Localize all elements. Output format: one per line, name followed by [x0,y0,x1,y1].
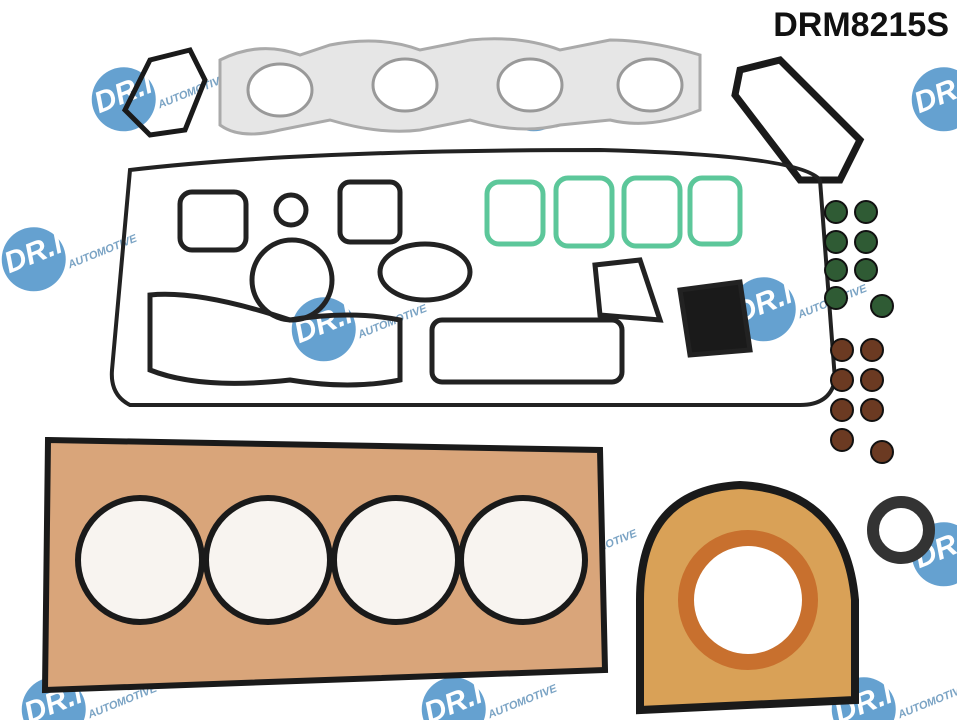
valve-cover-gasket [109,147,838,407]
intake-manifold-gasket [484,175,743,249]
valve-stem-seal [870,440,894,464]
oil-filter-gasket [731,56,865,184]
valve-stem-seal [824,200,848,224]
valve-stem-seal [860,338,884,362]
valve-stem-seal [830,398,854,422]
valve-stem-seal [830,368,854,392]
valve-stem-seal [830,428,854,452]
valve-stem-seal [854,230,878,254]
valve-stem-seal [824,230,848,254]
valve-stem-seal [860,398,884,422]
valve-stem-seal [830,338,854,362]
valve-stem-seals [824,200,894,464]
valve-stem-seal [870,294,894,318]
valve-stem-seal [824,286,848,310]
cylinder-bores [75,495,588,625]
valve-stem-seal [854,258,878,282]
water-pump-gasket [121,47,208,138]
valve-stem-seal [860,368,884,392]
front-crank-seal [867,496,935,564]
valve-stem-seal [854,200,878,224]
product-code: DRM8215S [773,6,949,44]
valve-stem-seal [824,258,848,282]
exhaust-manifold-gasket [218,37,702,136]
